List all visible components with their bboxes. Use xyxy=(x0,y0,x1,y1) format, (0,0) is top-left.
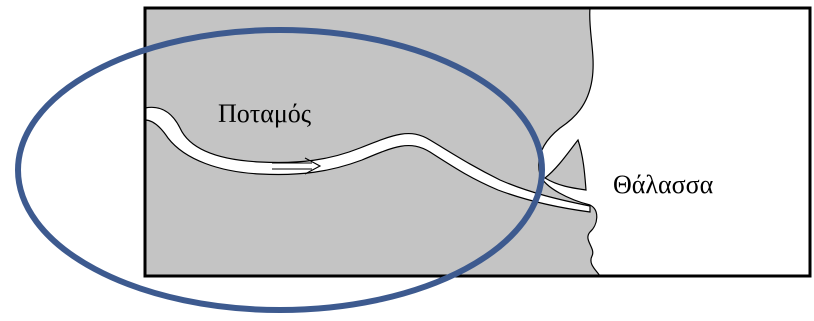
diagram-frame xyxy=(143,6,812,278)
land-area xyxy=(144,7,602,277)
river-channel xyxy=(144,106,591,213)
right-arrow-icon xyxy=(272,157,322,175)
sea-label: Θάλασσα xyxy=(613,170,714,199)
sand-spit xyxy=(543,138,587,191)
highlight-ellipse xyxy=(15,27,545,313)
river-label: Ποταμός xyxy=(218,99,312,128)
